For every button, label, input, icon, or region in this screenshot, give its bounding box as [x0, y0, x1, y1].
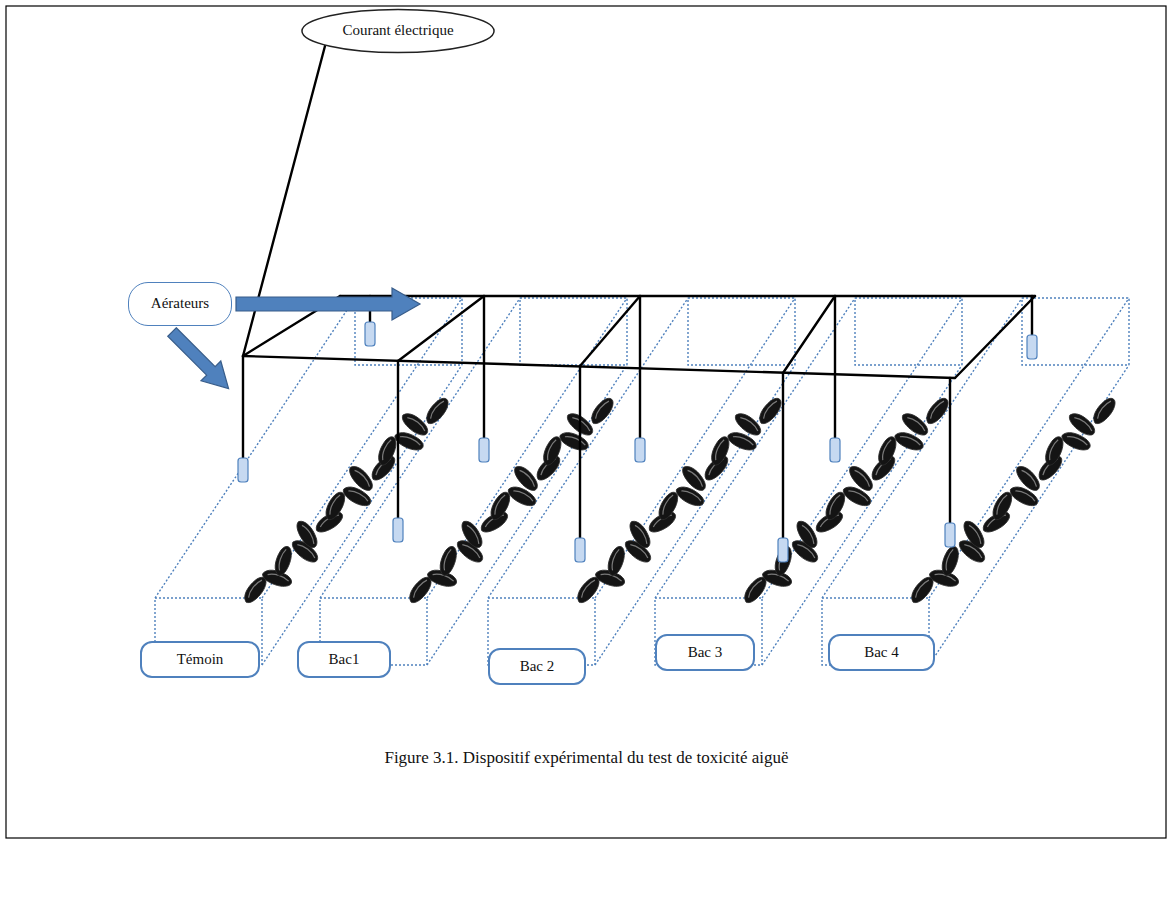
caption-text: Figure 3.1. Dispositif expérimental du t…: [384, 748, 788, 767]
tank-label: Bac 3: [655, 634, 755, 671]
wire-frame: [243, 46, 1035, 538]
tanks: [155, 298, 1129, 665]
tank-label: Bac 4: [828, 634, 935, 671]
tank-label: Témoin: [140, 641, 260, 678]
power-ellipse: Courant électrique: [300, 8, 496, 54]
node-text: Bac 2: [520, 658, 555, 675]
node-text: Aérateurs: [151, 295, 209, 312]
ellipse-outline: [302, 9, 494, 52]
node-text: Bac1: [329, 651, 360, 668]
node-text: Témoin: [177, 651, 224, 668]
figure-caption: Figure 3.1. Dispositif expérimental du t…: [0, 748, 1173, 768]
mussels: [240, 395, 1119, 606]
node-text: Bac 4: [864, 644, 899, 661]
node-text: Bac 3: [688, 644, 723, 661]
aerator-tag: Aérateurs: [128, 282, 232, 326]
figure-frame: [6, 6, 1166, 838]
aerators: [238, 322, 1037, 562]
tank-label: Bac1: [297, 641, 391, 678]
node-text: Courant électrique: [342, 22, 453, 39]
tank-label: Bac 2: [488, 648, 586, 685]
